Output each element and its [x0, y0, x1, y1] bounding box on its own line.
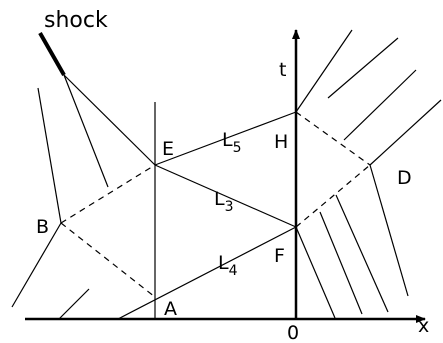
- line-left-1: [37, 87, 62, 224]
- characteristic-shock-to-E: [63, 74, 156, 166]
- line-right-4: [319, 211, 363, 315]
- label-L3-subscript: 3: [225, 199, 234, 215]
- characteristic-L3: [154, 164, 297, 228]
- label-E: E: [162, 138, 174, 160]
- line-right-F-down: [295, 226, 336, 319]
- label-shock: shock: [44, 8, 108, 33]
- label-origin: 0: [287, 322, 299, 343]
- line-right-2: [343, 69, 417, 141]
- label-D: D: [397, 167, 412, 189]
- label-L4-letter: L: [218, 252, 229, 274]
- line-left-4: [58, 288, 90, 320]
- line-right-5: [335, 194, 389, 313]
- line-left-3: [11, 222, 62, 308]
- line-right-3: [369, 99, 442, 166]
- label-A: A: [164, 298, 177, 320]
- dashed-F-D: [295, 164, 371, 228]
- characteristic-L4: [117, 226, 297, 320]
- label-L5-letter: L: [222, 129, 233, 151]
- dashed-H-D: [295, 111, 371, 166]
- label-L5-subscript: 5: [233, 140, 242, 156]
- label-L5: L5: [222, 129, 242, 156]
- label-H: H: [274, 131, 288, 153]
- label-B: B: [36, 216, 49, 238]
- line-right-1: [327, 37, 399, 99]
- shock-line: [38, 32, 66, 76]
- label-F: F: [274, 245, 285, 267]
- characteristic-L5: [154, 111, 297, 166]
- label-L4-subscript: 4: [229, 263, 238, 279]
- line-right-D-down: [369, 164, 409, 297]
- line-left-2: [63, 74, 109, 188]
- label-x-axis: x: [418, 315, 429, 337]
- label-L3-letter: L: [214, 188, 225, 210]
- dashed-B-A: [60, 222, 156, 298]
- label-L3: L3: [214, 188, 234, 215]
- label-L4: L4: [218, 252, 238, 279]
- dashed-B-E: [60, 164, 156, 224]
- label-t-axis: t: [279, 59, 286, 81]
- line-right-H-up: [295, 29, 353, 113]
